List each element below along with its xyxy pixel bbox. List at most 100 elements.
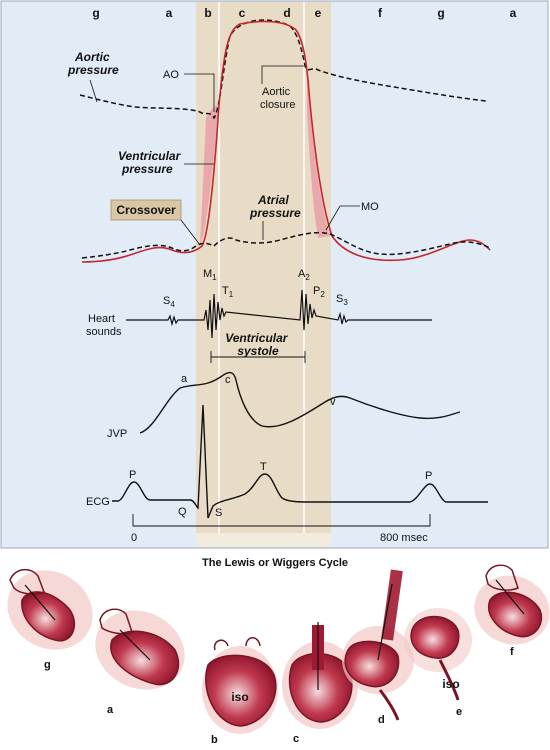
s4-main: S [163,295,170,307]
ecg-trace [112,404,488,519]
heart-e-iso: iso [442,677,459,691]
isovolumic-contraction-fill [200,105,218,246]
time-axis [132,514,431,527]
ecg-s-label: S [215,507,222,519]
p2-main: P [313,285,320,297]
p2-sub: 2 [320,290,325,299]
s4-label: S4 [163,295,175,309]
phase-letters: g a b c d e f g a [92,6,516,20]
time-end-label: 800 msec [380,532,428,544]
aortic-pressure-label-line1: Aortic [74,50,110,64]
ao-leader [184,73,215,112]
heart-e-letter: e [456,706,462,718]
heart-c-letter: c [293,733,299,745]
phase-letter-b: b [204,6,211,20]
heart-b-letter: b [211,734,218,746]
ecg-p2-label: P [425,470,432,482]
ventricular-systole-line1: Ventricular [225,331,289,345]
heart-f-letter: f [510,646,514,658]
ecg-t-label: T [260,461,267,473]
aortic-pressure-curve [79,19,487,120]
mo-label: MO [361,201,379,213]
ventricular-pressure-line2: pressure [121,162,173,176]
ecg-p1-label: P [129,469,136,481]
s3-label: S3 [336,293,348,307]
phase-letter-f: f [378,6,383,20]
ventricular-pressure-line1: Ventricular [118,149,182,163]
heart-b-chamber [205,654,277,727]
heart-d-letter: d [378,714,385,726]
heart-sounds-line1: Heart [88,313,115,325]
ventricular-pressure-label: Ventricular pressure [118,149,184,176]
a2-main: A [298,268,306,280]
ecg-q-label: Q [178,506,187,518]
atrial-pressure-curve [81,231,491,259]
m1-label: M1 [203,268,217,282]
heart-d-outflow [381,569,403,641]
crossover-leader [180,219,201,246]
jvp-a-label: a [181,373,188,385]
aortic-pressure-label-line2: pressure [67,63,119,77]
heart-g-atrium [9,568,45,595]
atrial-pressure-line2: pressure [249,206,301,220]
a2-label: A2 [298,268,310,282]
heart-a-arrow [119,629,151,661]
heart-f-chamber [487,591,543,638]
time-strip [196,533,331,547]
heart-sounds-trace [126,289,432,339]
heart-stage-d: d [342,569,414,726]
heart-b-iso: iso [231,690,248,704]
isovolumic-relaxation-fill [307,76,330,238]
heart-e-wall [438,659,460,701]
phase-letter-e: e [315,6,322,20]
phase-letter-a1: a [166,6,173,20]
s3-sub: 3 [343,298,348,307]
ventricular-systole-label: Ventricular systole [225,331,291,358]
heart-g-arrow [24,584,56,621]
crossover-label: Crossover [116,203,176,217]
heart-sounds-label: Heart sounds [86,313,122,338]
a2-sub: 2 [305,273,310,282]
s3-main: S [336,293,343,305]
ao-label: AO [163,69,179,81]
mo-leader [325,205,360,231]
heart-d-wall [378,689,400,721]
phase-letter-a2: a [510,6,517,20]
heart-stage-g: g [7,568,93,671]
heart-a-letter: a [107,704,114,716]
heart-a-chamber [110,630,180,686]
aortic-closure-leader [261,65,304,84]
heart-d-chamber [344,640,400,688]
jvp-c-label: c [225,374,231,386]
heart-d-arrow [377,583,393,661]
aortic-pressure-leader [89,79,98,103]
aortic-pressure-label: Aortic pressure [67,50,119,77]
atrial-pressure-line1: Atrial [257,193,289,207]
aortic-closure-line1: Aortic [262,86,291,98]
m1-sub: 1 [212,273,217,282]
time-start-label: 0 [131,532,137,544]
heart-e-chamber [410,615,460,659]
t1-sub: 1 [229,290,234,299]
jvp-v-label: v [330,396,336,408]
heart-stage-e: iso e [404,608,472,718]
aortic-closure-label: Aortic closure [260,86,295,111]
crossover-box [110,199,182,221]
heart-stage-f: f [474,564,550,658]
heart-a-atrium [99,608,133,635]
heart-g-letter: g [44,659,51,671]
phase-letter-g1: g [92,6,99,20]
heart-b-vessels [213,637,261,651]
t1-label: T1 [222,285,234,299]
cycle-title: The Lewis or Wiggers Cycle [202,557,348,569]
jvp-trace [139,371,461,434]
heart-stage-c: c [282,622,358,745]
heart-sounds-line2: sounds [86,326,122,338]
heart-stage-a: a [95,608,185,716]
p2-label: P2 [313,285,325,299]
ecg-label: ECG [86,496,110,508]
phase-letter-c: c [239,6,246,20]
ventricular-systole-line2: systole [237,344,279,358]
atrial-pressure-label: Atrial pressure [249,193,301,220]
